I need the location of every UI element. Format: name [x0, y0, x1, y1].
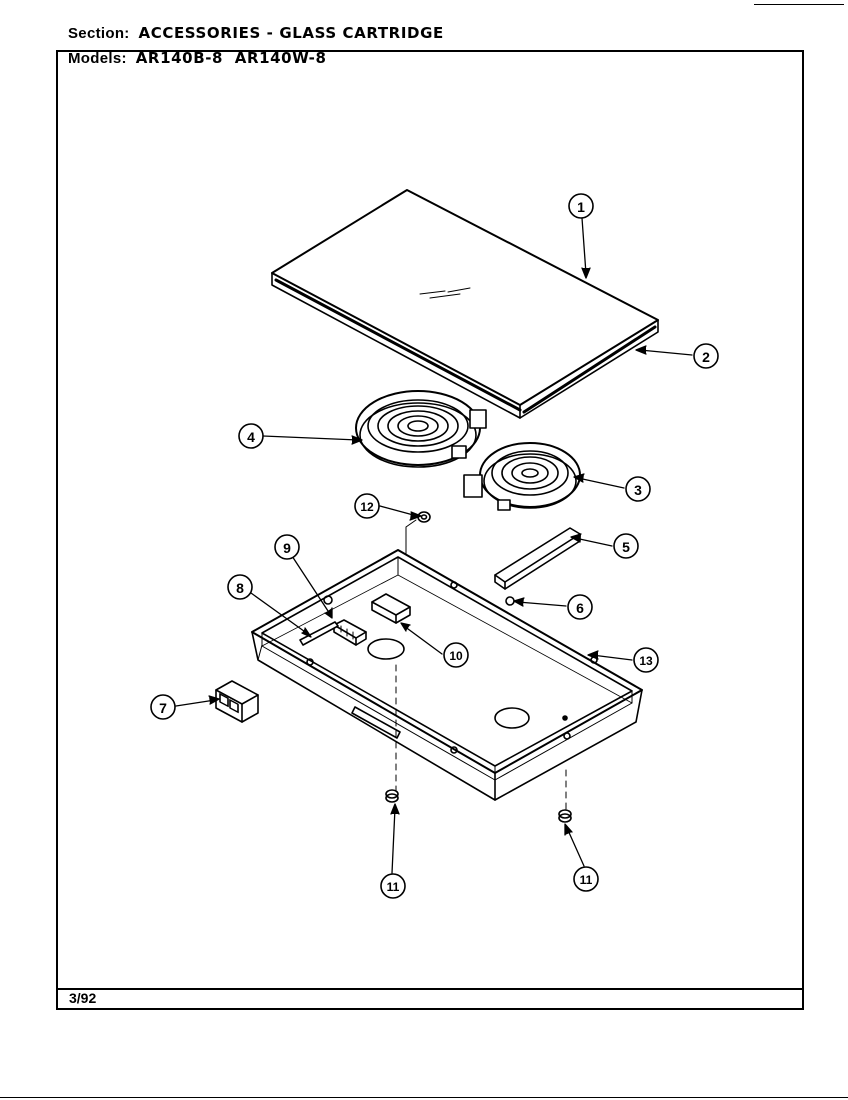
callout-circle-11b — [573, 866, 599, 892]
callout-5: 5 — [622, 539, 630, 555]
foot-nut-left — [385, 789, 399, 803]
page-bottom-rule — [0, 1097, 848, 1098]
clip-part-8 — [299, 621, 339, 646]
glass-cooktop-panel — [271, 189, 659, 419]
callout-12: 12 — [360, 500, 374, 514]
switch-part-7 — [215, 680, 259, 723]
callout-circle-13 — [633, 647, 659, 673]
diagram-frame — [56, 50, 804, 1010]
callout-circle-9 — [274, 534, 300, 560]
footer-rule — [56, 988, 804, 990]
screw-part-6 — [505, 596, 515, 606]
large-radiant-element — [355, 390, 487, 468]
callout-13: 13 — [639, 654, 653, 668]
callout-10: 10 — [449, 649, 463, 663]
callout-11a: 11 — [387, 880, 400, 894]
models-label: Models: — [68, 50, 127, 67]
callout-1: 1 — [577, 199, 585, 215]
section-value: ACCESSORIES - GLASS CARTRIDGE — [138, 24, 444, 42]
callout-circle-3 — [625, 476, 651, 502]
callout-4: 4 — [247, 429, 255, 445]
callout-circle-12 — [354, 493, 380, 519]
models-heading: Models: AR140B-8 AR140W-8 — [68, 49, 327, 67]
callout-circle-11a — [380, 873, 406, 899]
callout-9: 9 — [283, 540, 291, 556]
callout-circle-4 — [238, 423, 264, 449]
callout-3: 3 — [634, 482, 642, 498]
callout-circle-7 — [150, 694, 176, 720]
callout-8: 8 — [236, 580, 244, 596]
callout-2: 2 — [702, 349, 710, 365]
callout-circle-6 — [567, 594, 593, 620]
callout-11b: 11 — [580, 873, 593, 887]
section-label: Section: — [68, 25, 130, 42]
foot-nut-right — [558, 809, 572, 823]
corner-rule — [754, 4, 844, 5]
section-heading: Section: ACCESSORIES - GLASS CARTRIDGE — [68, 24, 444, 42]
models-value: AR140B-8 AR140W-8 — [135, 49, 327, 67]
callout-circle-10 — [443, 642, 469, 668]
callout-circle-1 — [568, 193, 594, 219]
callout-7: 7 — [159, 700, 167, 716]
callout-6: 6 — [576, 600, 584, 616]
callout-circle-5 — [613, 533, 639, 559]
bracket-part-10 — [371, 593, 411, 624]
cooktop-base-pan — [251, 549, 643, 801]
revision-date: 3/92 — [69, 990, 97, 1006]
callout-circle-8 — [227, 574, 253, 600]
support-bracket — [494, 527, 581, 590]
small-radiant-element — [463, 442, 581, 511]
callout-circle-2 — [693, 343, 719, 369]
